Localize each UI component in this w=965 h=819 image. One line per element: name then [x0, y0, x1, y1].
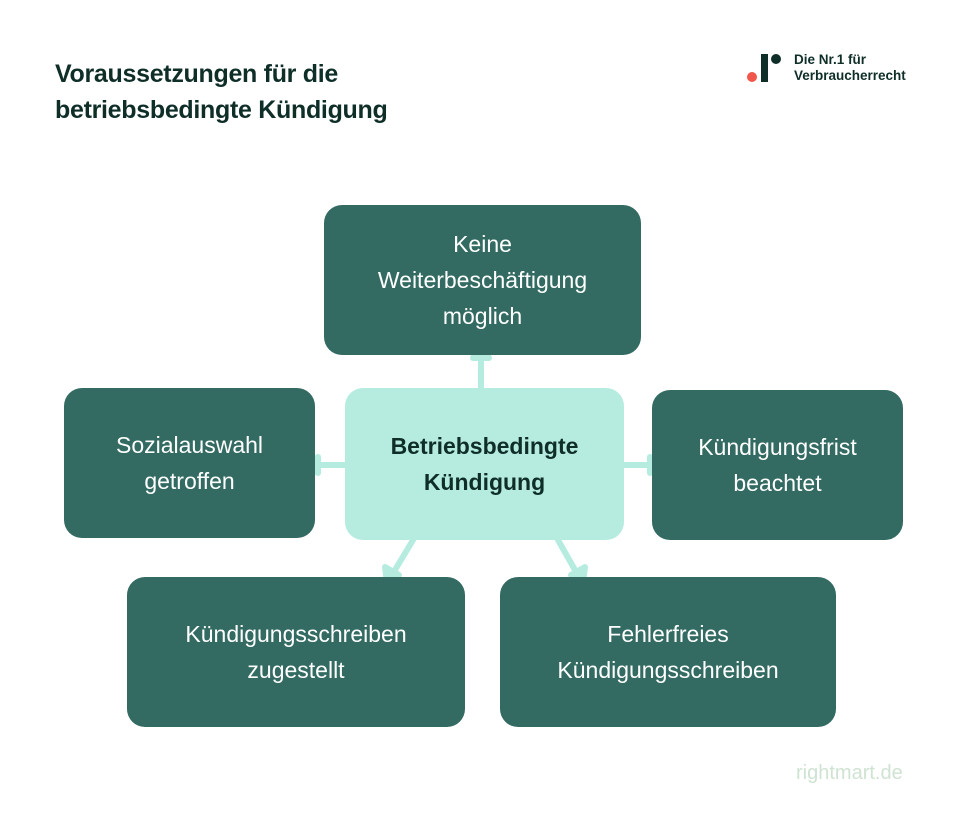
brand: Die Nr.1 für Verbraucherrecht	[746, 52, 906, 84]
node-keine-weiterbeschaeftigung: Keine Weiterbeschäftigung möglich	[324, 205, 641, 355]
node-text: Weiterbeschäftigung	[377, 267, 588, 293]
node-text: möglich	[442, 303, 523, 329]
node-center-betriebsbedingte-kuendigung: Betriebsbedingte Kündigung	[345, 388, 624, 540]
node-text: beachtet	[733, 470, 822, 496]
node-fehlerfreies-kuendigungsschreiben: Fehlerfreies Kündigungsschreiben	[500, 577, 836, 727]
title-line-2: betriebsbedingte Kündigung	[55, 96, 388, 124]
node-text: Betriebsbedingte	[390, 433, 579, 459]
node-text: Kündigung	[423, 469, 546, 495]
tagline-line-1: Die Nr.1 für	[794, 52, 867, 67]
node-text: Sozialauswahl	[115, 432, 264, 458]
tagline-line-2: Verbraucherrecht	[794, 68, 906, 83]
page-title: Voraussetzungen für die betriebsbedingte…	[55, 56, 388, 128]
node-text: getroffen	[144, 468, 235, 494]
rightmart-logo-icon	[746, 52, 782, 84]
node-text: Kündigungsschreiben	[557, 657, 779, 683]
node-text: Fehlerfreies	[607, 621, 729, 647]
brand-tagline: Die Nr.1 für Verbraucherrecht	[794, 52, 906, 84]
node-text: Keine	[453, 231, 512, 257]
node-kuendigungsfrist: Kündigungsfrist beachtet	[652, 390, 903, 540]
node-text: Kündigungsfrist	[698, 434, 857, 460]
node-text: Kündigungsschreiben	[185, 621, 407, 647]
node-kuendigungsschreiben-zugestellt: Kündigungsschreiben zugestellt	[127, 577, 465, 727]
node-text: zugestellt	[247, 657, 345, 683]
node-sozialauswahl: Sozialauswahl getroffen	[64, 388, 315, 538]
title-line-1: Voraussetzungen für die	[55, 60, 338, 88]
footer-site: rightmart.de	[796, 762, 903, 784]
